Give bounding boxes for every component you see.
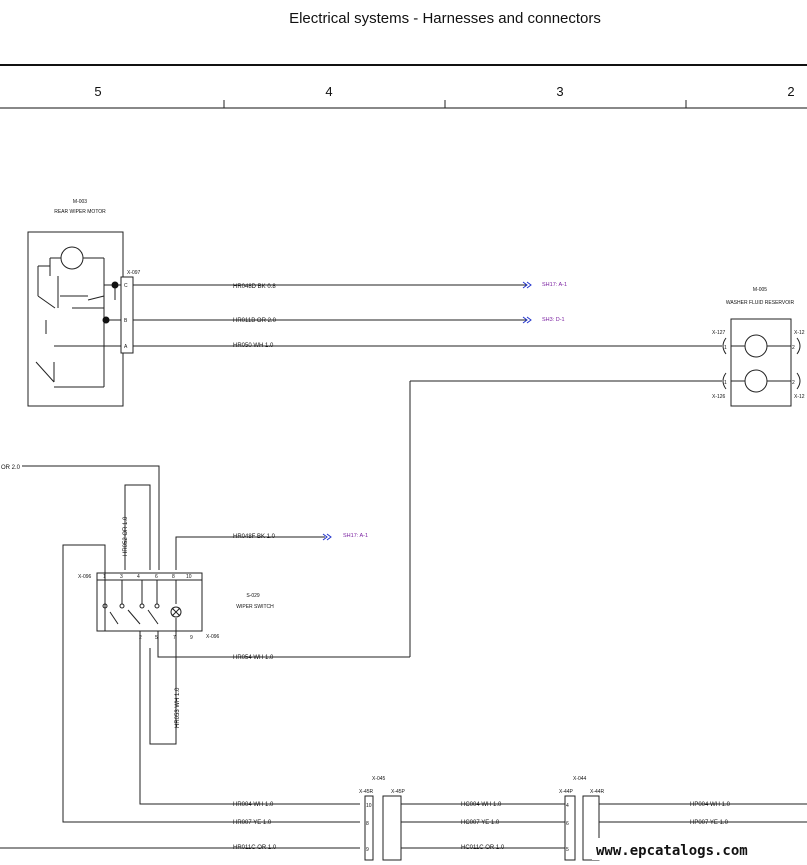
junction-dot <box>102 316 110 324</box>
pin-c: C <box>124 283 128 289</box>
switch-pin: 8 <box>172 574 175 580</box>
x044-label: X-044 <box>573 776 587 782</box>
wire-label-hc004: HC004 WH 1.0 <box>461 802 502 808</box>
x097-label: X-097 <box>127 270 141 276</box>
wire-label-hc011c: HC011C OR 1.0 <box>461 845 505 851</box>
wire-label-hr054: HR054 WH 1.0 <box>233 655 274 661</box>
wire-label-hr048f: HR048F BK 1.0 <box>233 534 276 540</box>
wire-label-hr048d: HR048D BK 0.8 <box>233 284 276 290</box>
x045-pin: 10 <box>366 803 372 809</box>
watermark: www.epcatalogs.com <box>596 843 748 859</box>
wire-hr052 <box>124 484 151 570</box>
x12-label: X-12 <box>794 394 805 400</box>
pin-label: 2 <box>792 380 795 386</box>
wire-label-hr004: HR004 WH 1.0 <box>233 802 274 808</box>
pin-b: B <box>124 318 128 324</box>
motor-symbol <box>60 246 84 270</box>
page-title: Electrical systems - Harnesses and conne… <box>289 10 601 27</box>
pin-label: 2 <box>792 345 795 351</box>
offsheet-arrow <box>322 533 332 541</box>
ref-sh17-a1-mid: SH17: A-1 <box>343 533 368 539</box>
connector-symbol <box>796 337 801 355</box>
motor-name-label: REAR WIPER MOTOR <box>54 209 106 215</box>
junction-dot <box>111 281 119 289</box>
zone-label: 4 <box>325 84 332 99</box>
x045-left-housing <box>364 795 374 861</box>
switch-pin: 4 <box>137 574 140 580</box>
x44p-label: X-44P <box>559 789 574 795</box>
connector-symbol <box>722 337 727 355</box>
x044-pin: 6 <box>566 821 569 827</box>
wire-label-hr052: HR052 OR 1.0 <box>123 516 129 556</box>
wire-label-hp004: HP004 WH 1.0 <box>690 802 731 808</box>
reservoir-id-label: M-005 <box>753 287 767 293</box>
wire-label-or20: OR 2.0 <box>1 465 21 471</box>
wire-hr048f <box>175 536 325 570</box>
motor-id-label: M-003 <box>73 199 87 205</box>
x044-pin: 5 <box>566 847 569 853</box>
x12-label: X-12 <box>794 330 805 336</box>
switch-internal-contacts <box>104 580 177 631</box>
wire-label-hr053: HR053 WH 1.0 <box>175 687 181 728</box>
x44r-label: X-44R <box>590 789 605 795</box>
x097-connector <box>120 276 134 354</box>
x045-label: X-045 <box>372 776 386 782</box>
pump-motor-symbol <box>744 369 768 393</box>
wire-label-hr050: HR050 WH 1.0 <box>233 343 274 349</box>
wire-label-hc007: HC007 YE 1.0 <box>461 820 500 826</box>
switch-pin: 6 <box>155 574 158 580</box>
switch-pin: 5 <box>155 635 158 641</box>
x45p-label: X-45P <box>391 789 406 795</box>
x045-pin: 9 <box>366 847 369 853</box>
wire-label-hp007: HP007 YE 1.0 <box>690 820 729 826</box>
wire-hr053 <box>149 631 177 745</box>
zone-label: 2 <box>787 84 794 99</box>
pump-motor-symbol <box>744 334 768 358</box>
wire-label-hr011c: HR011C OR 1.0 <box>233 845 277 851</box>
switch-pin: 3 <box>120 574 123 580</box>
ref-sh17-a1: SH17: A-1 <box>542 282 567 288</box>
x126-label: X-126 <box>712 394 726 400</box>
pin-label: 1 <box>724 380 727 386</box>
zone-label: 3 <box>556 84 563 99</box>
x096-top-label: X-096 <box>78 574 92 580</box>
zone-label: 5 <box>94 84 101 99</box>
wire-hr004 <box>139 631 360 805</box>
switch-name-label: WIPER SWITCH <box>236 604 274 610</box>
wire-label-hr011b: HR011B OR 2.0 <box>233 318 277 324</box>
pin-label: 1 <box>724 345 727 351</box>
x096-bottom-label: X-096 <box>206 634 220 640</box>
x044-pin: 4 <box>566 803 569 809</box>
offsheet-arrow <box>522 316 532 324</box>
switch-id-label: S-029 <box>246 593 260 599</box>
reservoir-name-label: WASHER FLUID RESERVOIR <box>726 300 795 306</box>
switch-pin: 7 <box>173 635 176 641</box>
connector-symbol <box>796 372 801 390</box>
wire-or20 <box>22 465 160 570</box>
washer-reservoir-box <box>730 318 792 407</box>
x044-left-housing <box>564 795 576 861</box>
switch-pin: 10 <box>186 574 192 580</box>
x45r-label: X-45R <box>359 789 374 795</box>
offsheet-arrow <box>522 281 532 289</box>
wire-hr007 <box>62 544 360 823</box>
x127-label: X-127 <box>712 330 726 336</box>
wire-hr054 <box>157 631 410 658</box>
wiper-switch-box <box>96 572 203 632</box>
watermark-backdrop <box>592 838 807 860</box>
pin-a: A <box>124 344 128 350</box>
x045-pin: 8 <box>366 821 369 827</box>
x045-right-housing <box>382 795 402 861</box>
switch-pin: 9 <box>190 635 193 641</box>
connector-symbol <box>722 372 727 390</box>
ref-sh3-d1: SH3: D-1 <box>542 317 565 323</box>
wire-label-hr007: HR007 YE 1.0 <box>233 820 272 826</box>
